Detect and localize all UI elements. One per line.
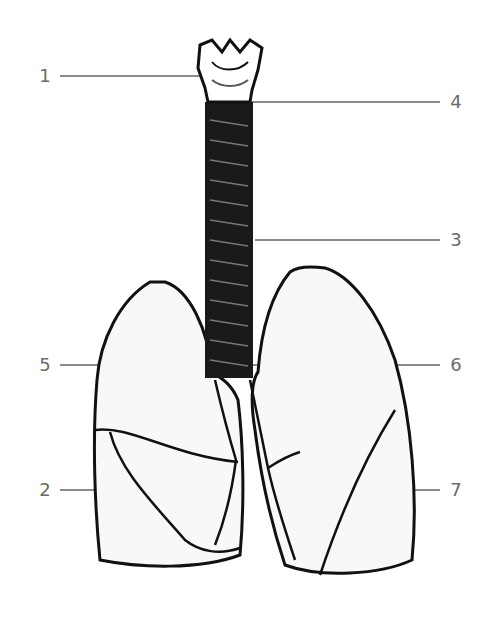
larynx — [198, 40, 262, 102]
callout-number: 3 — [450, 231, 461, 249]
callout-number: 5 — [39, 356, 50, 374]
callout-number: 6 — [450, 356, 461, 374]
lung-fissures — [95, 380, 395, 575]
callout-number: 4 — [450, 93, 461, 111]
trachea — [205, 102, 253, 378]
callout-number: 1 — [39, 67, 50, 85]
callout-number: 2 — [39, 481, 50, 499]
trachea-rings — [210, 120, 248, 366]
callout-number: 7 — [450, 481, 461, 499]
